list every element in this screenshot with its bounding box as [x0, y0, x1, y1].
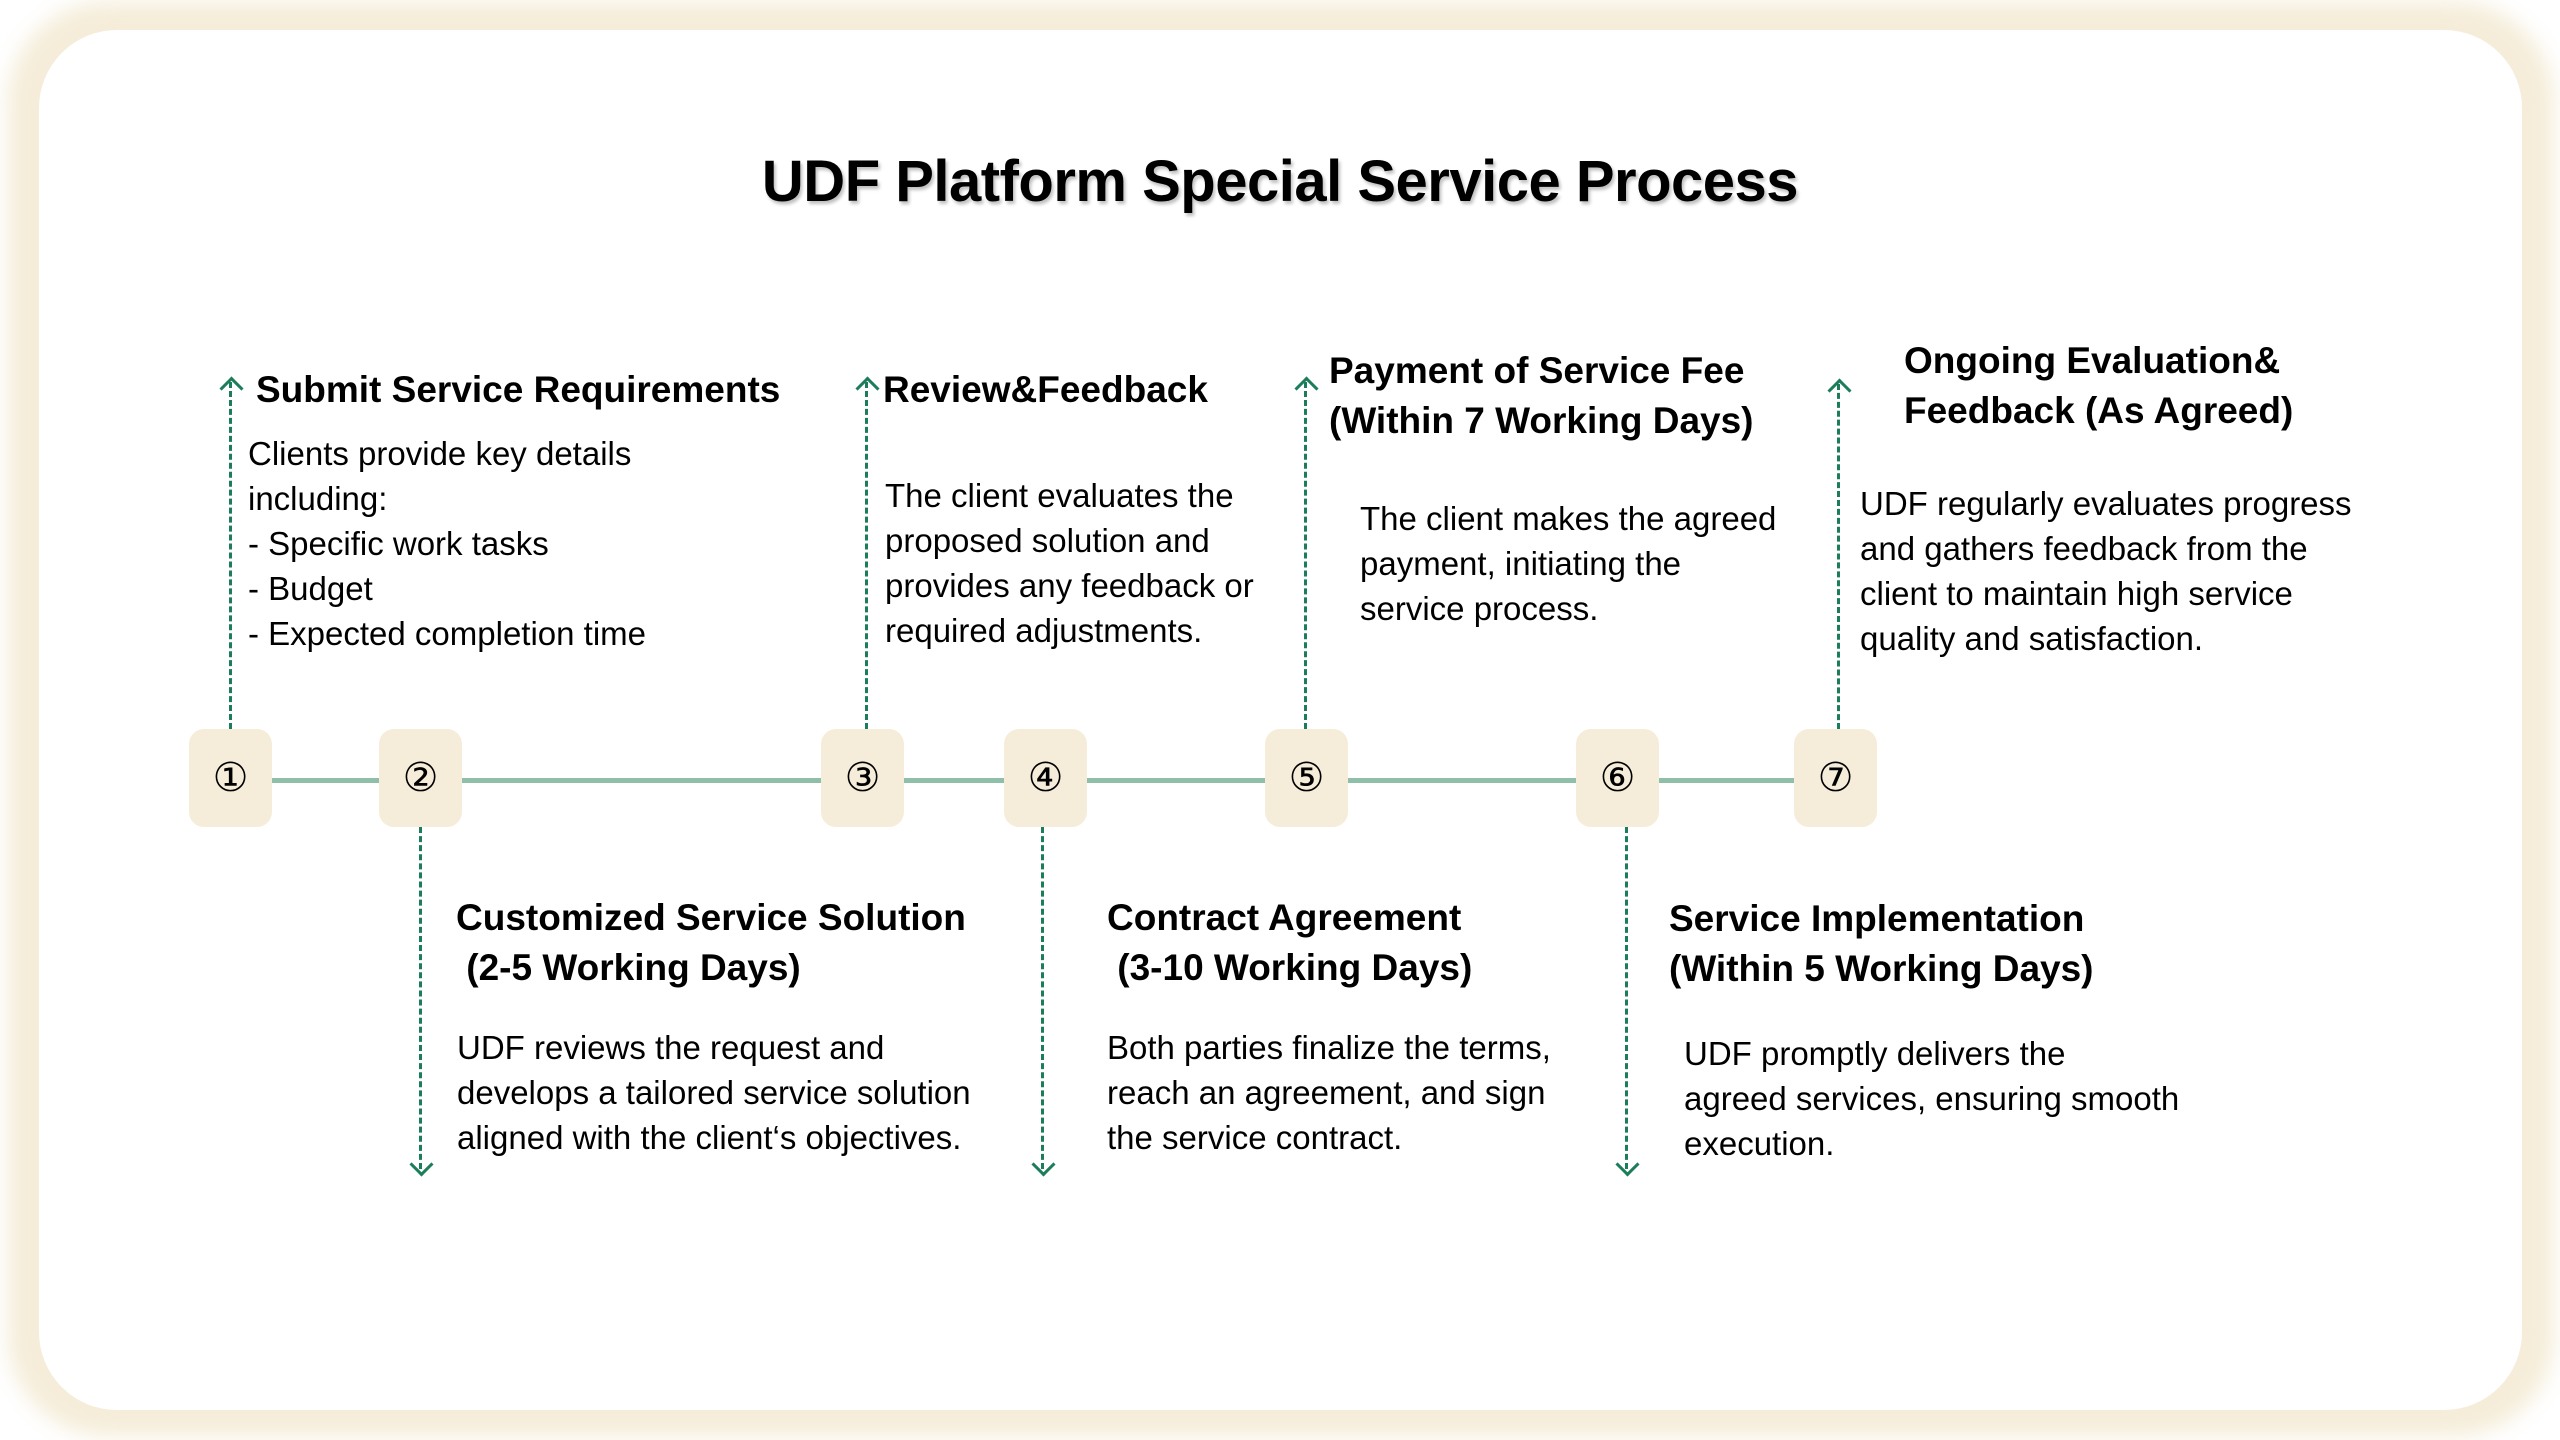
connector-step-5	[1304, 382, 1307, 729]
step-node-5: ⑤	[1265, 729, 1348, 827]
step-6-heading: Service Implementation (Within 5 Working…	[1669, 898, 2094, 989]
step-2-heading: Customized Service Solution (2-5 Working…	[456, 897, 966, 988]
step-node-1: ①	[189, 729, 272, 827]
step-7-heading: Ongoing Evaluation& Feedback (As Agreed)	[1904, 340, 2294, 431]
connector-step-7	[1837, 384, 1840, 729]
step-4-heading: Contract Agreement (3-10 Working Days)	[1107, 897, 1473, 988]
step-node-6: ⑥	[1576, 729, 1659, 827]
diagram-card	[39, 30, 2522, 1410]
connector-step-3	[865, 382, 868, 729]
step-1-description: Clients provide key details including: -…	[248, 435, 647, 652]
step-6-description: UDF promptly delivers the agreed service…	[1684, 1035, 2180, 1162]
step-3-heading: Review&Feedback	[883, 369, 1208, 410]
diagram-title: UDF Platform Special Service Process	[761, 149, 1799, 214]
step-4-description: Both parties finalize the terms, reach a…	[1107, 1029, 1551, 1156]
step-7-description: UDF regularly evaluates progress and gat…	[1860, 485, 2352, 657]
connector-step-4	[1041, 827, 1044, 1169]
step-node-4: ④	[1004, 729, 1087, 827]
step-5-description: The client makes the agreed payment, ini…	[1360, 500, 1777, 627]
connector-step-2	[419, 827, 422, 1169]
step-node-2: ②	[379, 729, 462, 827]
connector-step-6	[1625, 827, 1628, 1169]
step-node-3: ③	[821, 729, 904, 827]
step-2-description: UDF reviews the request and develops a t…	[457, 1029, 971, 1156]
step-1-heading: Submit Service Requirements	[256, 369, 781, 410]
step-3-description: The client evaluates the proposed soluti…	[885, 477, 1254, 649]
step-5-heading: Payment of Service Fee (Within 7 Working…	[1329, 350, 1754, 441]
step-node-7: ⑦	[1794, 729, 1877, 827]
connector-step-1	[229, 382, 232, 729]
